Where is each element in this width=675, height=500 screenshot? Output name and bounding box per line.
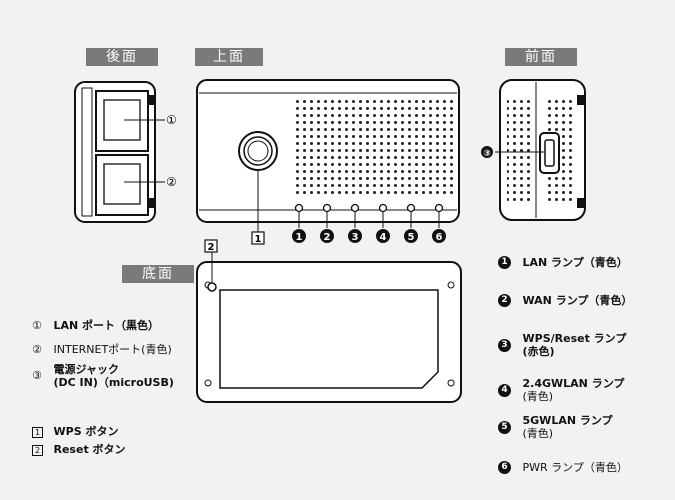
legend-text-line2: (青色)	[522, 390, 554, 403]
legend-wps-button: 1 WPS ボタン	[32, 425, 118, 438]
top-device: 1 1 2 3 4 5 6	[196, 79, 460, 245]
front-view-label: 前面	[505, 48, 577, 66]
internet-port	[95, 154, 149, 216]
rear-view-label: 後面	[86, 48, 158, 66]
led-callout-3: 3	[352, 232, 359, 243]
callout-port1: ①	[166, 113, 177, 127]
legend-text-line2: (青色)	[522, 427, 554, 440]
legend-text-line1: 電源ジャック	[53, 363, 119, 376]
legend-pwr-lamp: 6 PWR ランプ（青色）	[498, 460, 628, 474]
legend-text: Reset ボタン	[53, 443, 126, 456]
led-number-badge: 4	[498, 383, 511, 397]
callout-port2: ②	[166, 175, 177, 189]
legend-power-jack: ③ 電源ジャック (DC IN)（microUSB)	[32, 363, 174, 389]
bottom-view-label: 底面	[122, 265, 194, 283]
legend-lan-port: ① LAN ポート（黒色）	[32, 319, 159, 332]
callout-port3: ③	[483, 149, 491, 159]
legend-box-num: 2	[32, 445, 43, 456]
legend-wan-lamp: 2 WAN ランプ（青色）	[498, 293, 632, 307]
led-number-badge: 1	[498, 255, 511, 269]
led-number-badge: 6	[498, 460, 511, 474]
legend-num: ②	[32, 343, 42, 356]
legend-num: ③	[32, 369, 42, 382]
bottom-device: 2	[196, 239, 462, 403]
legend-5g-lamp: 5 5GWLAN ランプ (青色)	[498, 414, 613, 440]
led-callout-2: 2	[324, 232, 331, 243]
rear-device: ① ②	[74, 81, 177, 223]
legend-wps-reset-lamp: 3 WPS/Reset ランプ (赤色)	[498, 332, 626, 358]
top-view-label: 上面	[195, 48, 263, 66]
legend-reset-button: 2 Reset ボタン	[32, 443, 126, 456]
callout-box1: 1	[255, 234, 262, 245]
callout-box2: 2	[208, 242, 215, 253]
legend-lan-lamp: 1 LAN ランプ（青色）	[498, 255, 628, 269]
legend-text-line2: (赤色)	[522, 345, 555, 358]
microusb-port	[539, 132, 560, 174]
led-callout-4: 4	[380, 232, 387, 243]
legend-text-block: 電源ジャック (DC IN)（microUSB)	[54, 363, 174, 389]
led-number-badge: 3	[498, 338, 511, 352]
legend-box-num: 1	[32, 427, 43, 438]
led-callout-6: 6	[436, 232, 443, 243]
front-device: ③	[481, 79, 586, 221]
legend-text: PWR ランプ（青色）	[522, 460, 628, 474]
legend-text: INTERNETポート(青色)	[53, 343, 172, 356]
legend-text: LAN ランプ（青色）	[522, 255, 628, 269]
legend-text: WPS ボタン	[53, 425, 119, 438]
legend-num: ①	[32, 319, 42, 332]
led-callouts: 1 2 3 4 5 6	[292, 229, 446, 243]
led-row	[294, 203, 444, 228]
led-number-badge: 2	[498, 293, 511, 307]
legend-text: WAN ランプ（青色）	[522, 293, 633, 307]
wps-button	[238, 131, 278, 171]
led-callout-1: 1	[296, 232, 303, 243]
reset-button	[207, 282, 217, 292]
legend-internet-port: ② INTERNETポート(青色)	[32, 343, 172, 356]
legend-text-line1: 2.4GWLAN ランプ	[522, 377, 625, 390]
led-number-badge: 5	[498, 420, 511, 434]
legend-text-line1: 5GWLAN ランプ	[522, 414, 613, 427]
legend-text-line2: (DC IN)（microUSB)	[53, 376, 174, 389]
lan-port	[95, 90, 149, 152]
legend-text: LAN ポート（黒色）	[53, 319, 160, 332]
led-callout-5: 5	[408, 232, 415, 243]
legend-text-line1: WPS/Reset ランプ	[522, 332, 627, 345]
legend-24g-lamp: 4 2.4GWLAN ランプ (青色)	[498, 377, 624, 403]
